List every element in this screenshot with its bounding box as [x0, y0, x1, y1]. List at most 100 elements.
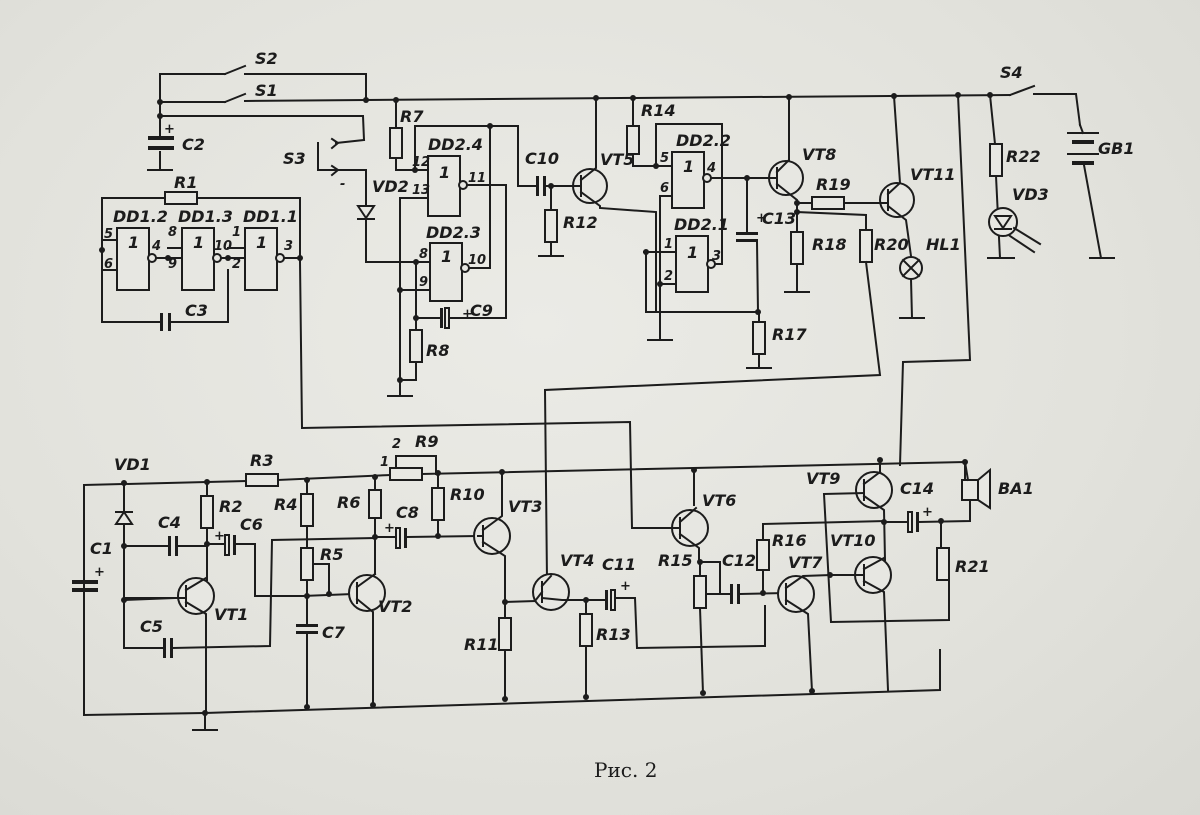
pin-label: 2	[232, 257, 241, 272]
figure-caption: Рис. 2	[594, 758, 657, 782]
label-c9: C9	[470, 301, 493, 320]
label-c3: C3	[185, 301, 208, 320]
label-r17: R17	[772, 325, 807, 344]
label-c12: C12	[722, 551, 756, 570]
pin-label: 6	[660, 181, 669, 196]
label-r16: R16	[772, 531, 807, 550]
label-dd1-1: DD1.1	[243, 207, 298, 226]
label-r18: R18	[812, 235, 847, 254]
label-c6: C6	[240, 515, 263, 534]
label-r3: R3	[250, 451, 273, 470]
label-r19: R19	[816, 175, 851, 194]
pin-label: 2	[392, 437, 401, 452]
plus-mark: +	[462, 307, 473, 322]
label-vd3: VD3	[1012, 185, 1049, 204]
label-r20: R20	[874, 235, 909, 254]
label-vt4: VT4	[560, 551, 594, 570]
label-s3: S3	[283, 149, 306, 168]
pin-label: 9	[419, 275, 428, 290]
label-vd1: VD1	[114, 455, 151, 474]
dd2-trigger	[387, 99, 533, 397]
label-c13: C13	[762, 209, 796, 228]
label-s1: S1	[255, 81, 278, 100]
label-dd2-3: DD2.3	[426, 223, 481, 242]
label-r6: R6	[337, 493, 360, 512]
switch-s3	[317, 137, 421, 263]
gate-symbol: 1	[193, 233, 204, 252]
pin-label: 8	[168, 225, 177, 240]
pin-label: 1	[380, 455, 389, 470]
pin-label: 5	[660, 151, 669, 166]
label-c10: C10	[525, 149, 559, 168]
gate-symbol: 1	[128, 233, 139, 252]
pin-label: 1	[232, 225, 241, 240]
label-c8: C8	[396, 503, 419, 522]
label-gb1: GB1	[1098, 139, 1134, 158]
label-r10: R10	[450, 485, 485, 504]
pin-label: 5	[104, 227, 113, 242]
gate-symbol: 1	[683, 157, 694, 176]
plus-mark: +	[620, 579, 631, 594]
pin-label: 9	[168, 257, 177, 272]
label-vt6: VT6	[702, 491, 736, 510]
gate-symbol: 1	[441, 247, 452, 266]
pin-label: 10	[468, 253, 486, 268]
label-r12: R12	[563, 213, 598, 232]
gate-symbol: 1	[439, 163, 450, 182]
capacitor-c2	[148, 136, 174, 150]
gate-symbols: 1 1 1 1 1 1 1	[128, 157, 698, 266]
pin-numbers: 5 6 4 8 9 10 1 2 3 12 13 11 8 9 10 5 6 4…	[104, 151, 721, 470]
label-vt3: VT3	[508, 497, 542, 516]
label-r4: R4	[274, 495, 297, 514]
component-labels: S2 S1 S3 S4 C2 R1 DD1.2 DD1.3 DD1.1 C3 V…	[90, 49, 1134, 654]
label-c2: C2	[182, 135, 205, 154]
label-s4: S4	[1000, 63, 1023, 82]
label-r13: R13	[596, 625, 631, 644]
label-s2: S2	[255, 49, 278, 68]
label-vt2: VT2	[378, 597, 412, 616]
label-c1: C1	[90, 539, 113, 558]
label-dd2-4: DD2.4	[428, 135, 483, 154]
label-vt11: VT11	[910, 165, 956, 184]
pin-label: 8	[419, 247, 428, 262]
pin-label: 10	[214, 239, 232, 254]
pin-label: 2	[664, 269, 673, 284]
label-dd1-2: DD1.2	[113, 207, 168, 226]
plus-mark: +	[214, 529, 225, 544]
label-c11: C11	[602, 555, 636, 574]
label-r2: R2	[219, 497, 242, 516]
label-r9: R9	[415, 432, 438, 451]
label-vt10: VT10	[830, 531, 876, 550]
gate-symbol: 1	[256, 233, 267, 252]
gate-symbol: 1	[687, 243, 698, 262]
label-vt1: VT1	[214, 605, 248, 624]
pin-label: 1	[664, 237, 673, 252]
plus-mark: +	[922, 505, 933, 520]
minus-mark: -	[340, 177, 345, 192]
label-c14: C14	[900, 479, 934, 498]
label-vt5: VT5	[600, 150, 634, 169]
polarity-marks: + - + + + + + + +	[94, 122, 933, 594]
label-r21: R21	[955, 557, 990, 576]
pin-label: 4	[151, 239, 161, 254]
label-ba1: BA1	[998, 479, 1034, 498]
indicator-and-battery	[898, 93, 1115, 467]
pin-label: 11	[468, 171, 486, 186]
label-dd2-1: DD2.1	[674, 215, 729, 234]
vt5-stage	[517, 97, 657, 311]
pin-label: 3	[712, 249, 721, 264]
plus-mark: +	[384, 521, 395, 536]
dd1-oscillator	[101, 191, 666, 529]
plus-mark: +	[756, 211, 767, 226]
pin-label: 4	[706, 161, 716, 176]
label-dd1-3: DD1.3	[178, 207, 233, 226]
label-hl1: HL1	[926, 235, 961, 254]
label-c7: C7	[322, 623, 346, 642]
label-vt8: VT8	[802, 145, 836, 164]
label-vt9: VT9	[806, 469, 840, 488]
vt8-vt11-stage	[543, 94, 925, 582]
label-c4: C4	[158, 513, 181, 532]
label-r15: R15	[658, 551, 693, 570]
